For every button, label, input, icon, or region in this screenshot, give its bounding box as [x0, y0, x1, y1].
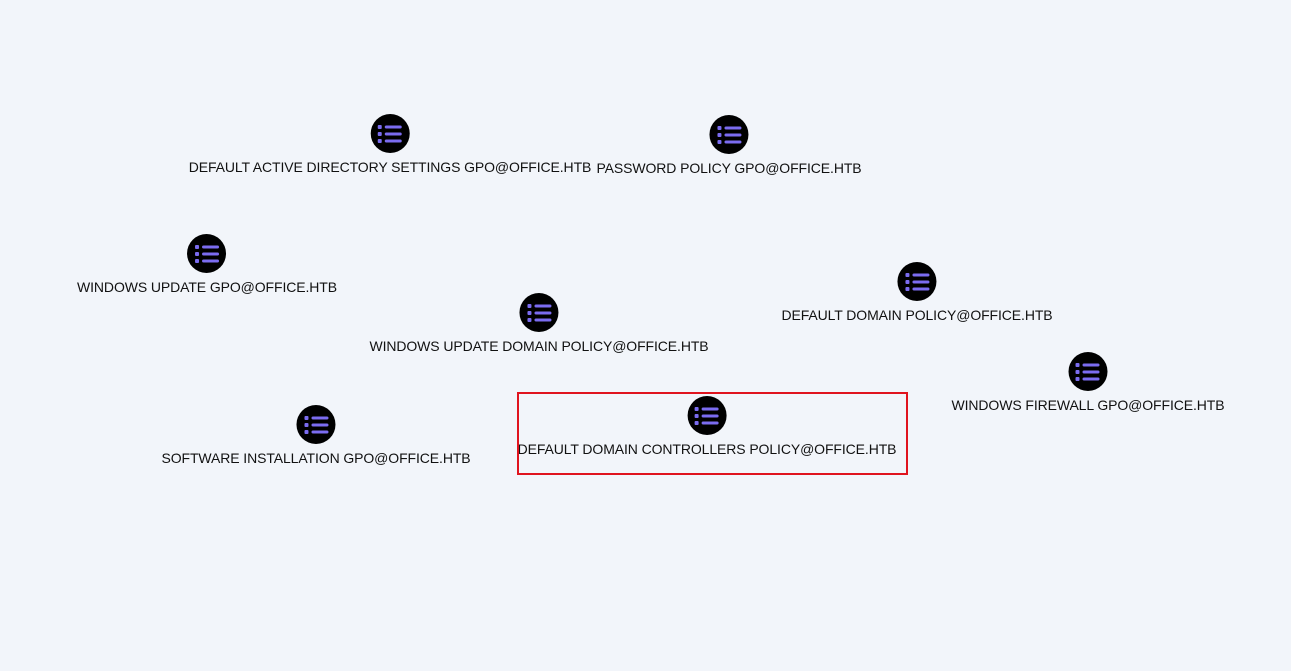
list-icon: [519, 293, 559, 332]
node-label: WINDOWS UPDATE DOMAIN POLICY@OFFICE.HTB: [369, 338, 709, 354]
node-label: WINDOWS UPDATE GPO@OFFICE.HTB: [77, 279, 337, 295]
list-icon: [1068, 352, 1108, 391]
gpo-node-software-installation[interactable]: SOFTWARE INSTALLATION GPO@OFFICE.HTB: [161, 405, 471, 466]
list-icon: [687, 396, 727, 435]
list-icon: [296, 405, 336, 444]
gpo-node-default-domain-controllers-policy[interactable]: DEFAULT DOMAIN CONTROLLERS POLICY@OFFICE…: [517, 396, 897, 457]
gpo-node-password-policy[interactable]: PASSWORD POLICY GPO@OFFICE.HTB: [596, 115, 862, 176]
node-label: DEFAULT DOMAIN POLICY@OFFICE.HTB: [781, 307, 1053, 323]
list-icon: [897, 262, 937, 301]
list-icon: [370, 114, 410, 153]
node-label: SOFTWARE INSTALLATION GPO@OFFICE.HTB: [161, 450, 471, 466]
node-label: WINDOWS FIREWALL GPO@OFFICE.HTB: [951, 397, 1225, 413]
node-label: DEFAULT ACTIVE DIRECTORY SETTINGS GPO@OF…: [188, 159, 592, 175]
gpo-node-windows-firewall[interactable]: WINDOWS FIREWALL GPO@OFFICE.HTB: [952, 352, 1225, 413]
gpo-node-default-active-directory-settings[interactable]: DEFAULT ACTIVE DIRECTORY SETTINGS GPO@OF…: [188, 114, 592, 175]
gpo-node-default-domain-policy[interactable]: DEFAULT DOMAIN POLICY@OFFICE.HTB: [781, 262, 1053, 323]
node-label: DEFAULT DOMAIN CONTROLLERS POLICY@OFFICE…: [517, 441, 897, 457]
list-icon: [709, 115, 749, 154]
list-icon: [187, 234, 227, 273]
gpo-node-windows-update[interactable]: WINDOWS UPDATE GPO@OFFICE.HTB: [77, 234, 337, 295]
node-label: PASSWORD POLICY GPO@OFFICE.HTB: [596, 160, 862, 176]
gpo-node-windows-update-domain-policy[interactable]: WINDOWS UPDATE DOMAIN POLICY@OFFICE.HTB: [369, 293, 709, 354]
